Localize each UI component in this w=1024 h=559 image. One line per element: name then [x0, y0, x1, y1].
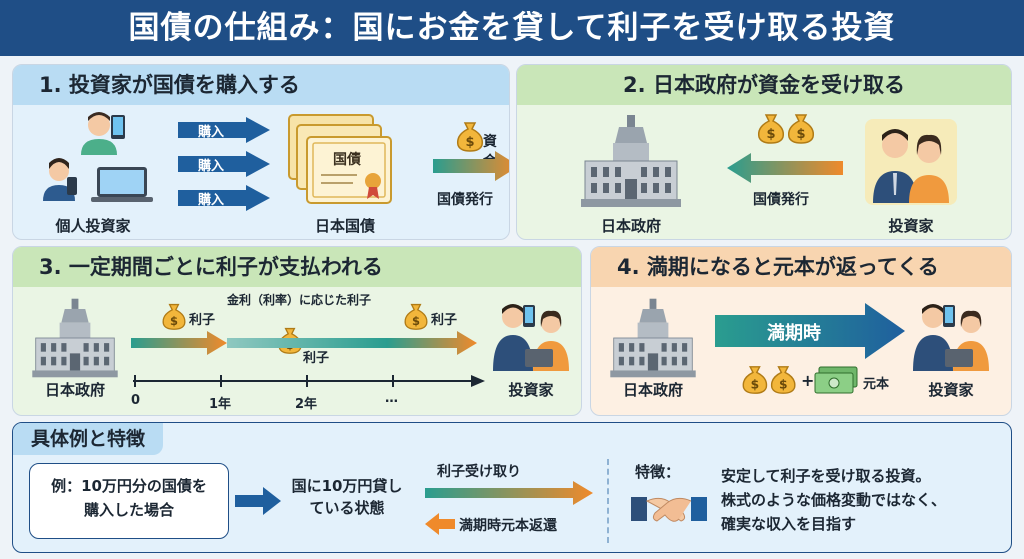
timeline-axis	[131, 373, 485, 389]
plus-sign: +	[801, 371, 815, 390]
interest-label: 利子	[303, 351, 330, 366]
government-building-icon	[605, 297, 701, 379]
funds-arrow	[433, 151, 509, 181]
principal-label: 元本	[863, 377, 890, 392]
gov-label: 日本政府	[600, 217, 661, 235]
maturity-label: 満期時	[767, 323, 821, 344]
investor-couple-icon	[909, 299, 993, 373]
step4-heading: 4. 満期になると元本が返ってくる	[591, 247, 1011, 287]
step3-panel: 3. 一定期間ごとに利子が支払われる 日本政府 金利（利率）に応じた利子 $ 利…	[12, 246, 582, 416]
tick-label: 1年	[209, 397, 232, 412]
issue-label: 国債発行	[753, 192, 809, 208]
receive-interest-label: 利子受け取り	[437, 464, 521, 480]
investor-group-icon	[41, 109, 161, 217]
divider	[607, 459, 609, 543]
investor-label: 投資家	[888, 217, 934, 235]
interest-arrow-1	[131, 331, 227, 355]
gov-label: 日本政府	[622, 381, 683, 399]
investor-couple-icon	[863, 115, 959, 207]
return-principal-label: 満期時元本返還	[459, 518, 557, 534]
svg-text:$: $	[412, 314, 420, 328]
feature-line: 確実な収入を目指す	[721, 515, 857, 533]
step2-panel: 2. 日本政府が資金を受け取る 日本政府 $ $ 国債発行	[516, 64, 1012, 240]
buy-arrow-3: 購入	[178, 185, 270, 211]
tick-label: 2年	[295, 397, 318, 412]
interest-line	[227, 338, 387, 348]
example-heading: 具体例と特徴	[13, 423, 164, 455]
buy-arrow-1: 購入	[178, 117, 270, 143]
step3-heading: 3. 一定期間ごとに利子が支払われる	[13, 247, 581, 287]
money-bag-icon: $ $	[757, 111, 817, 147]
maturity-arrow: 満期時	[715, 303, 905, 359]
example-box: 例：10万円分の国債を購入した場合	[29, 463, 229, 539]
page-title: 国債の仕組み：国にお金を貸して利子を受け取る投資	[0, 0, 1024, 56]
lending-text: 国に10万円貸している状態	[291, 477, 403, 517]
feature-line: 株式のような価格変動ではなく、	[721, 491, 947, 509]
money-bag-icon: $	[159, 301, 189, 331]
investor-label: 投資家	[508, 381, 554, 399]
gov-label: 日本政府	[44, 381, 105, 399]
money-bag-icon: $	[453, 119, 487, 153]
svg-text:$: $	[751, 378, 760, 392]
feature-line: 安定して利子を受け取る投資。	[721, 467, 931, 485]
step2-heading: 2. 日本政府が資金を受け取る	[517, 65, 1011, 105]
handshake-icon	[631, 485, 707, 535]
funds-in-arrow	[727, 153, 843, 183]
example-panel: 具体例と特徴 例：10万円分の国債を購入した場合 国に10万円貸している状態 利…	[12, 422, 1012, 553]
cash-icon	[813, 365, 859, 395]
buy-label: 購入	[198, 159, 225, 174]
return-principal-arrow	[425, 513, 455, 535]
buy-label: 購入	[198, 193, 225, 208]
buy-arrow-2: 購入	[178, 151, 270, 177]
investor-couple-icon	[489, 299, 573, 373]
feature-label: 特徴：	[635, 463, 681, 481]
step1-panel: 1. 投資家が国債を購入する 個人投資家 購入 購入	[12, 64, 510, 240]
svg-text:$: $	[779, 378, 788, 392]
tick-label: 0	[131, 393, 141, 408]
interest-arrow-3	[387, 331, 477, 355]
government-building-icon	[27, 297, 123, 379]
svg-text:$: $	[465, 135, 474, 150]
svg-text:$: $	[796, 127, 805, 142]
bond-text: 国債	[333, 152, 361, 168]
bond-certificate-icon: 国債	[285, 111, 395, 211]
tick-label: …	[385, 391, 398, 406]
investor-label: 個人投資家	[55, 217, 131, 235]
government-building-icon	[579, 113, 683, 209]
step1-heading: 1. 投資家が国債を購入する	[13, 65, 509, 105]
bond-caption: 日本国債	[314, 217, 375, 235]
interest-label: 利子	[431, 313, 458, 328]
money-bag-icon: $	[401, 301, 431, 331]
issue-label: 国債発行	[437, 192, 493, 208]
buy-label: 購入	[198, 125, 225, 140]
svg-text:$: $	[170, 314, 178, 328]
investor-label: 投資家	[928, 381, 974, 399]
rate-note: 金利（利率）に応じた利子	[227, 293, 372, 307]
money-bag-icon: $ $	[741, 363, 799, 397]
example-text: 例：10万円分の国債を購入した場合	[51, 477, 207, 519]
receive-interest-arrow	[425, 481, 593, 505]
example-arrow	[235, 487, 281, 515]
svg-text:$: $	[766, 127, 775, 142]
interest-label: 利子	[189, 313, 216, 328]
step4-panel: 4. 満期になると元本が返ってくる 日本政府 満期時 $ $ + 元本	[590, 246, 1012, 416]
